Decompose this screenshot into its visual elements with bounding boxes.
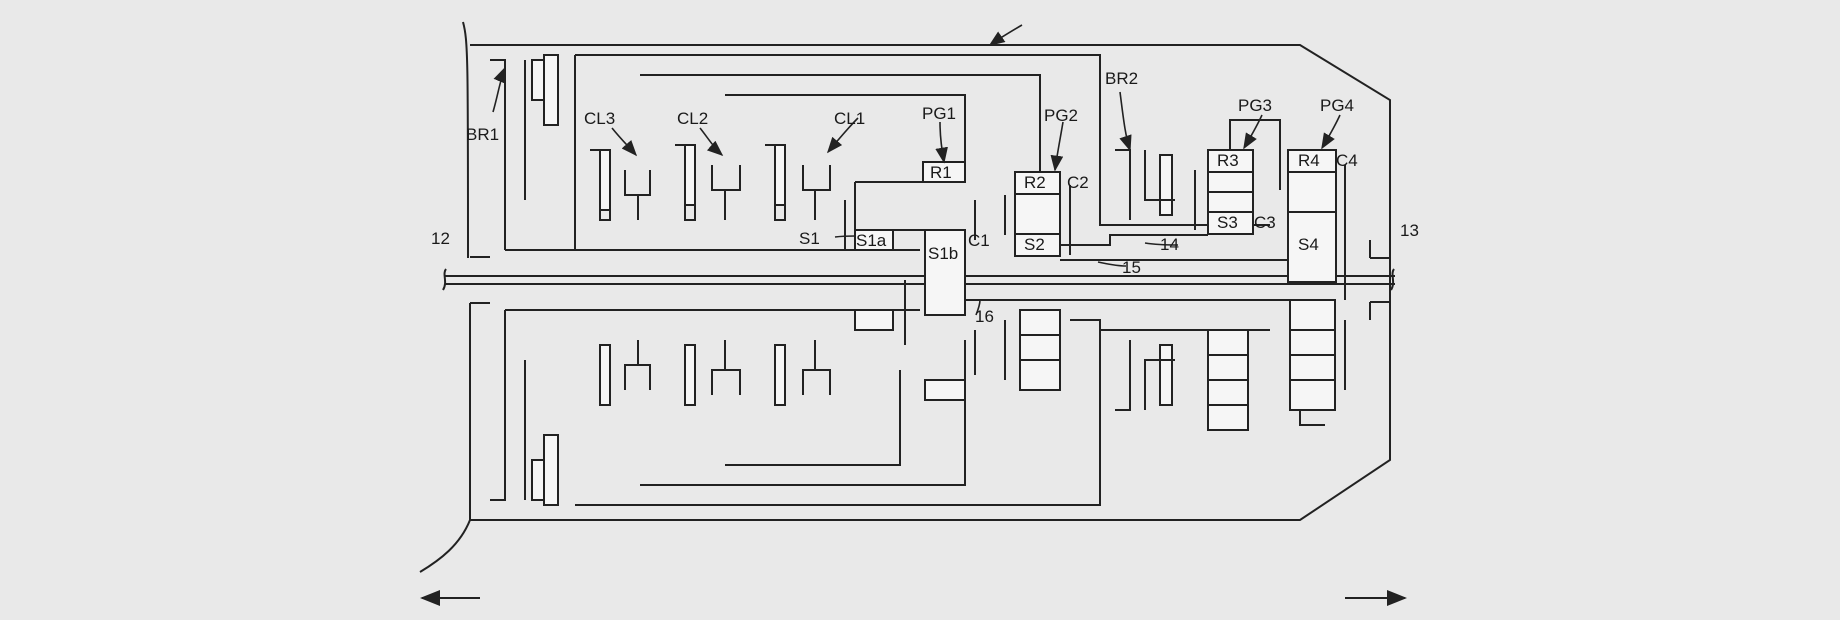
label-r3: R3 [1217,151,1239,170]
label-s2: S2 [1024,235,1045,254]
sun-s1b [924,229,966,316]
label-c3: C3 [1254,213,1276,232]
label-pg1: PG1 [922,104,956,123]
label-r4: R4 [1298,151,1320,170]
clutch-cl2-upper [675,144,741,221]
leader-arrows [492,24,1341,316]
planetary-gear-pg3 [1194,119,1281,431]
label-s3: S3 [1217,213,1238,232]
label-pg4: PG4 [1320,96,1354,115]
label-c4: C4 [1336,151,1358,170]
clutch-cl3-upper [590,149,651,221]
label-s4: S4 [1298,235,1319,254]
label-cl3: CL3 [584,109,615,128]
clutch-cl3-lower [599,340,651,406]
brake-br1 [490,54,559,506]
clutch-cl1-lower [774,340,831,406]
label-14: 14 [1160,235,1179,254]
brake-br2 [1115,149,1175,411]
label-c2: C2 [1067,173,1089,192]
sun-s3 [1207,211,1254,235]
label-s1a: S1a [856,231,887,250]
clutch-cl1-upper [765,144,831,221]
label-pg2: PG2 [1044,106,1078,125]
label-c1: C1 [968,231,990,250]
label-pg3: PG3 [1238,96,1272,115]
label-br2: BR2 [1105,69,1138,88]
label-15: 15 [1122,258,1141,277]
sun-s4 [1287,211,1337,283]
label-cl1: CL1 [834,109,865,128]
label-cl2: CL2 [677,109,708,128]
planetary-gear-pg1 [844,161,976,401]
clutch-cl2-lower [684,340,741,406]
label-br1: BR1 [466,125,499,144]
label-s1: S1 [799,229,820,248]
input-shaft-12 [442,268,1395,291]
housing [419,21,1391,573]
label-16: 16 [975,307,994,326]
label-s1b: S1b [928,244,958,263]
clutch-drum [505,54,1270,506]
label-r2: R2 [1024,173,1046,192]
shaft-lines [965,234,1290,330]
labels: BR1 CL3 CL2 CL1 PG1 PG2 BR2 PG3 PG4 R1 R… [431,69,1419,326]
planetary-gear-pg4 [1287,149,1346,426]
label-r1: R1 [930,163,952,182]
planetary-gear-pg2 [1004,171,1071,391]
label-13: 13 [1400,221,1419,240]
label-12: 12 [431,229,450,248]
